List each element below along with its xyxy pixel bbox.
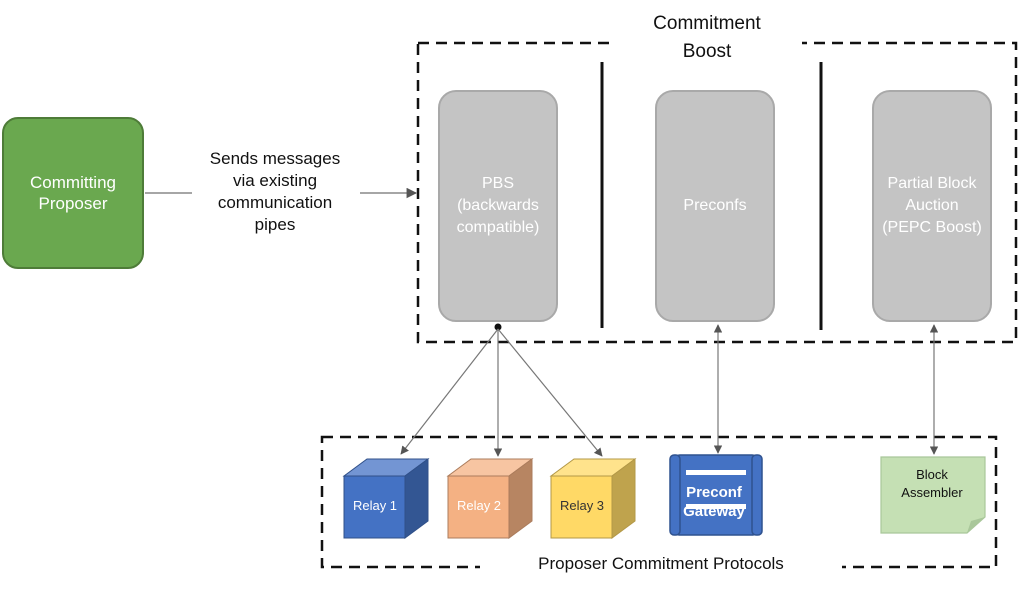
assembler-note-fold — [967, 517, 985, 533]
module-partial-block-auction: Partial Block Auction (PEPC Boost) — [872, 90, 992, 322]
committing-proposer-label: Committing Proposer — [30, 173, 116, 213]
pbs-hub-dot — [494, 323, 502, 331]
relay-3-label: Relay 3 — [559, 498, 605, 513]
arrow-pbs-relay1 — [400, 328, 499, 455]
module-pbs-label: PBS (backwards compatible) — [456, 175, 540, 236]
gateway-stripe-top — [686, 470, 746, 475]
relay-1-front — [343, 475, 406, 539]
module-preconfs-label: Preconfs — [683, 197, 747, 214]
relay-3-front — [550, 475, 613, 539]
relay-2-front — [447, 475, 510, 539]
gateway-stripe-bottom — [686, 504, 746, 509]
relay-2-cube — [446, 458, 534, 539]
block-assembler-label: Block Assembler — [901, 467, 963, 500]
relay-1-label: Relay 1 — [352, 498, 398, 513]
relay-3-cube — [549, 458, 637, 539]
relay-2-label: Relay 2 — [456, 498, 502, 513]
protocols-footer-label: Proposer Commitment Protocols — [480, 554, 842, 574]
commitment-boost-title: Commitment Boost — [612, 10, 802, 66]
connector-label: Sends messages via existing communicatio… — [209, 149, 341, 234]
preconf-gateway-label: Preconf Gateway — [683, 484, 745, 520]
module-pbs: PBS (backwards compatible) — [438, 90, 558, 322]
relay-1-cube — [342, 458, 430, 539]
committing-proposer-box: Committing Proposer — [2, 117, 144, 269]
module-pba-label: Partial Block Auction (PEPC Boost) — [882, 175, 982, 236]
preconf-gateway-shape — [669, 454, 763, 536]
block-assembler-note — [880, 456, 986, 534]
gateway-left-roll — [669, 454, 681, 536]
gateway-right-roll — [751, 454, 763, 536]
module-preconfs: Preconfs — [655, 90, 775, 322]
arrow-pbs-relay3 — [497, 328, 603, 457]
